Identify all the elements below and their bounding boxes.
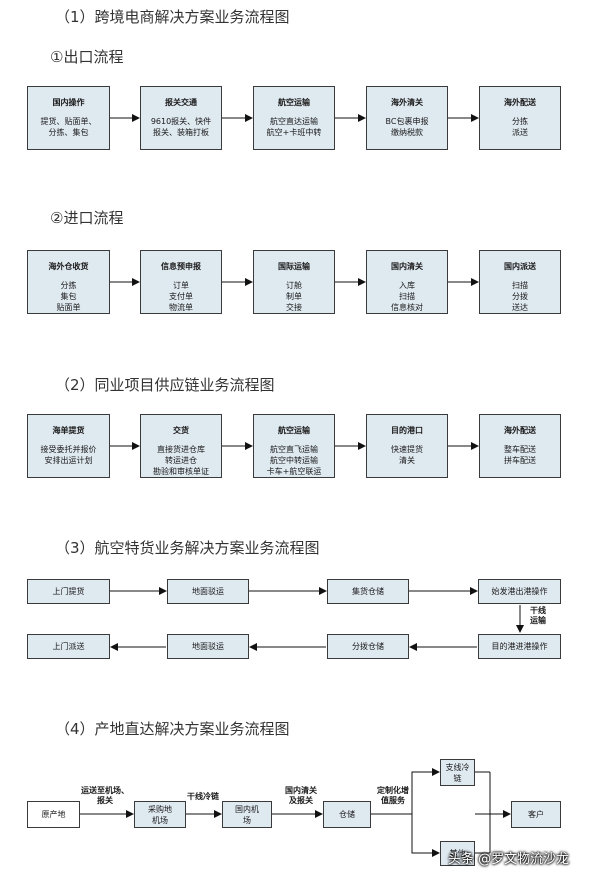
direct-label-3: 国内清关及报关 <box>285 786 317 805</box>
heading-cross-border: （1）跨境电商解决方案业务流程图 <box>55 8 290 26</box>
export-step-4: 海外清关 BC包裹申报 缴纳税款 <box>366 86 448 150</box>
heading-supply-chain: （2）同业项目供应链业务流程图 <box>55 376 275 394</box>
special-bottom-3: 分拨仓储 <box>327 634 409 659</box>
direct-label-4: 定制化增值服务 <box>377 786 409 805</box>
supply-step-2: 交货 直接货进仓库 转运进仓 勘验和审核单证 <box>140 414 222 478</box>
supply-step-5: 海外配送 整车配送 拼车配送 <box>479 414 561 478</box>
direct-purchase-airport: 采购地机场 <box>134 801 186 828</box>
heading-air-special: （3）航空特货业务解决方案业务流程图 <box>55 539 320 557</box>
direct-origin: 原产地 <box>27 801 80 828</box>
heading-export: ①出口流程 <box>50 48 124 66</box>
arrow <box>371 768 440 815</box>
special-top-1: 上门提货 <box>27 579 110 604</box>
special-top-3: 集货仓储 <box>327 579 409 604</box>
supply-step-4: 目的港口 快速提货 清关 <box>366 414 448 478</box>
import-step-3: 国际运输 订舱 制单 交接 <box>253 250 335 314</box>
special-bottom-2: 地面驳运 <box>167 634 249 659</box>
watermark: 头条 @罗文物流沙龙 <box>448 852 570 867</box>
arrow <box>411 814 440 857</box>
supply-step-1: 海单提货 接受委托并报价 安排出运计划 <box>27 414 110 478</box>
special-arrow-label: 干线运输 <box>530 606 546 625</box>
import-step-4: 国内清关 入库 扫描 信息核对 <box>366 250 448 314</box>
special-top-4: 始发港出港操作 <box>478 579 561 604</box>
direct-label-2: 干线冷链 <box>187 792 219 801</box>
special-bottom-1: 上门派送 <box>27 634 110 659</box>
export-step-3: 航空运输 航空直达运输 航空+卡班中转 <box>253 86 335 150</box>
import-step-5: 国内派送 扫描 分拨 送达 <box>479 250 561 314</box>
heading-direct: （4）产地直达解决方案业务流程图 <box>55 720 290 738</box>
direct-cold-chain: 支线冷链 <box>440 759 475 786</box>
direct-domestic-airport: 国内机场 <box>222 801 272 828</box>
export-step-2: 报关交通 9610报关、快件 报关、装箱打板 <box>140 86 222 150</box>
heading-import: ②进口流程 <box>50 209 124 227</box>
import-step-1: 海外仓收货 分拣 集包 贴面单 <box>27 250 110 314</box>
export-step-5: 海外配送 分拣 派送 <box>479 86 561 150</box>
import-step-2: 信息预申报 订单 支付单 物流单 <box>140 250 222 314</box>
direct-label-1: 运送至机场、报关 <box>81 786 129 805</box>
export-step-1: 国内操作 提货、贴面单、 分拣、集包 <box>27 86 110 150</box>
supply-step-3: 航空运输 航空直飞运输 航空中转运输 卡车+航空联运 <box>253 414 335 478</box>
special-top-2: 地面驳运 <box>167 579 249 604</box>
direct-customer: 客户 <box>511 801 561 828</box>
direct-warehouse: 仓储 <box>323 801 371 828</box>
special-bottom-4: 目的港进港操作 <box>478 634 561 659</box>
direct-other: 其他 <box>440 841 475 866</box>
